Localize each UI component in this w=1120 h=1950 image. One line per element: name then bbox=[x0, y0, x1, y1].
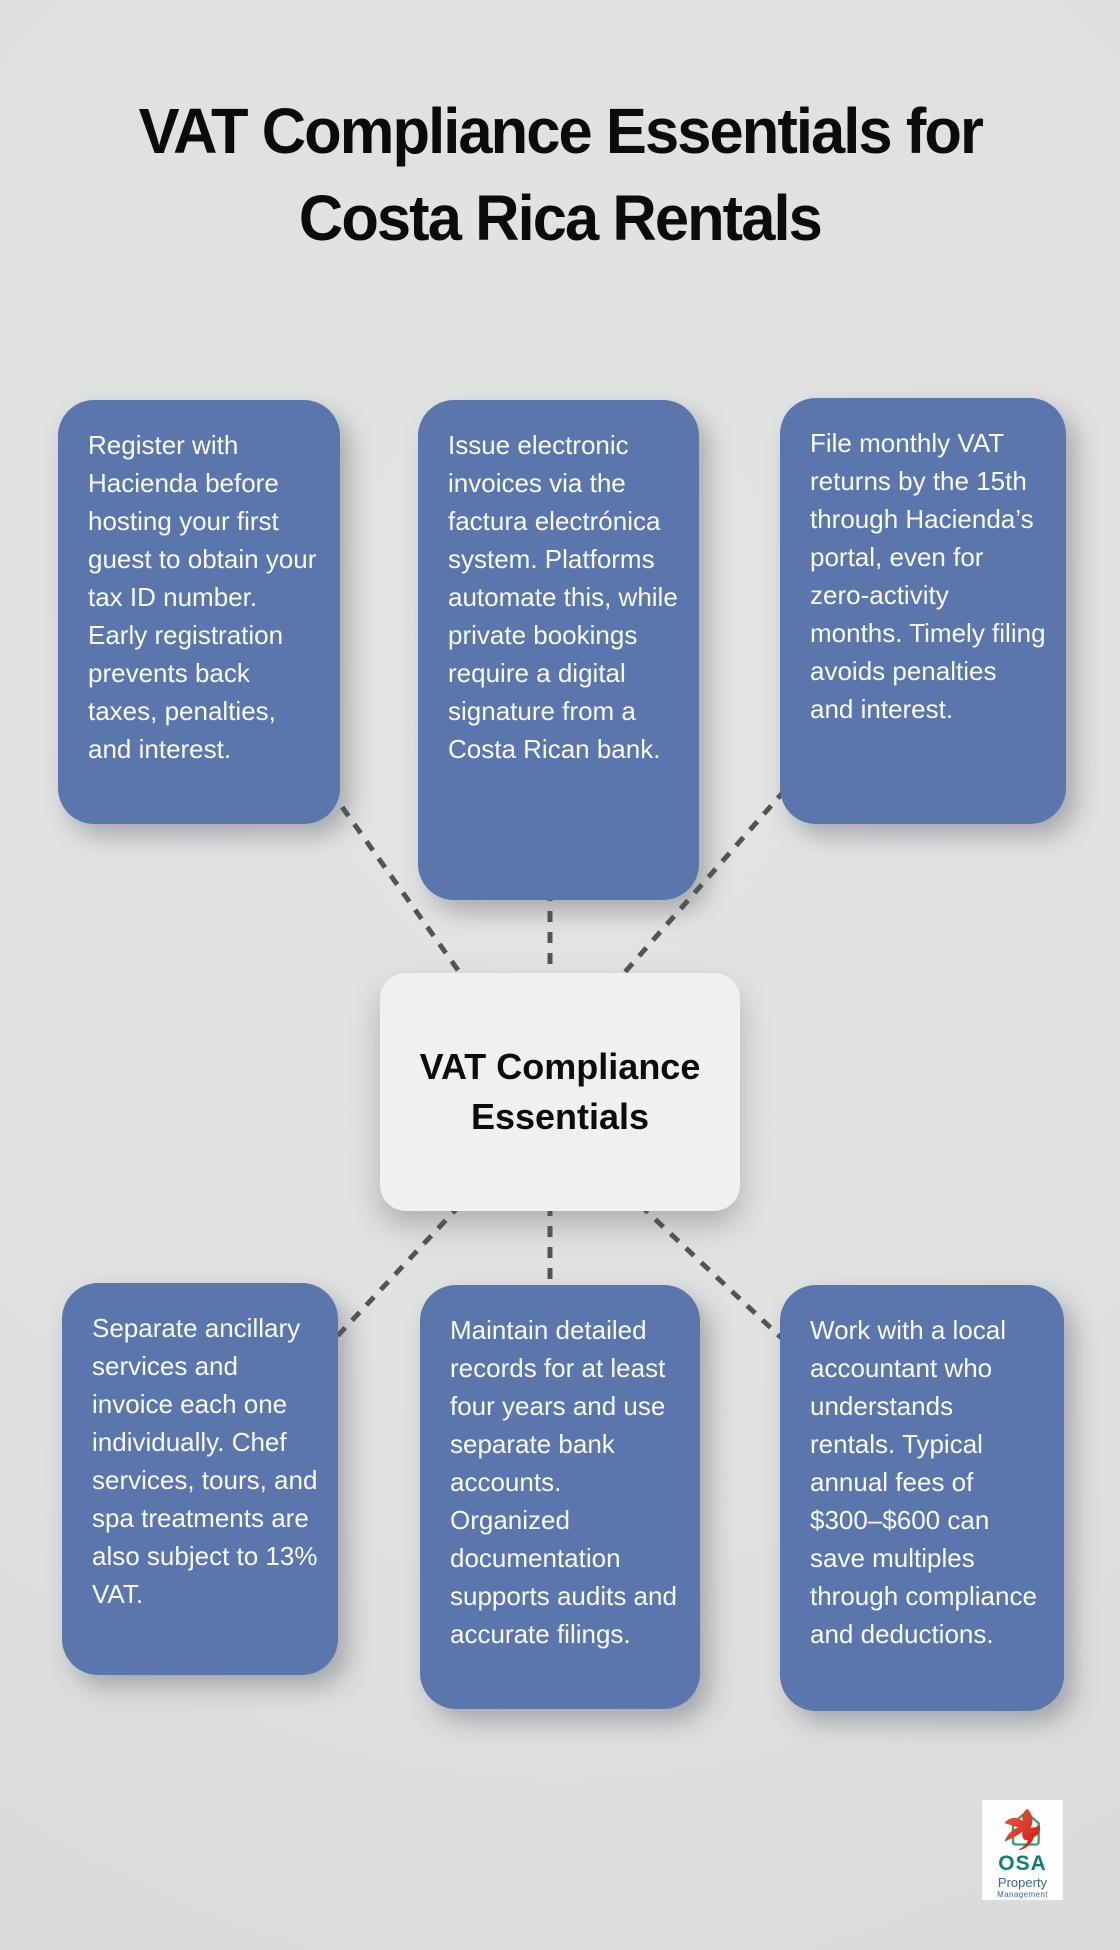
bird-icon bbox=[1003, 1808, 1040, 1851]
node-local-accountant: Work with a local accountant who underst… bbox=[780, 1285, 1064, 1711]
osa-logo-line2: Management bbox=[997, 1890, 1048, 1899]
center-node: VAT Compliance Essentials bbox=[380, 973, 740, 1211]
node-detailed-records: Maintain detailed records for at least f… bbox=[420, 1285, 700, 1709]
osa-logo: OSA Property Management bbox=[982, 1800, 1063, 1900]
node-monthly-returns: File monthly VAT returns by the 15th thr… bbox=[780, 398, 1066, 824]
page-title-line2: Costa Rica Rentals bbox=[299, 182, 823, 254]
osa-logo-name: OSA bbox=[998, 1852, 1047, 1875]
node-text: Maintain detailed records for at least f… bbox=[450, 1315, 677, 1649]
house-outline-icon bbox=[1011, 1811, 1040, 1846]
node-text: Separate ancillary services and invoice … bbox=[92, 1313, 318, 1609]
node-electronic-invoices: Issue electronic invoices via the factur… bbox=[418, 400, 699, 900]
node-text: Work with a local accountant who underst… bbox=[810, 1315, 1037, 1649]
node-ancillary-services: Separate ancillary services and invoice … bbox=[62, 1283, 338, 1675]
node-text: File monthly VAT returns by the 15th thr… bbox=[810, 428, 1046, 724]
osa-logo-icon bbox=[1003, 1808, 1040, 1851]
osa-logo-line1: Property bbox=[997, 1875, 1048, 1890]
node-text: Register with Hacienda before hosting yo… bbox=[88, 430, 317, 764]
node-text: Issue electronic invoices via the factur… bbox=[448, 430, 678, 764]
node-register-hacienda: Register with Hacienda before hosting yo… bbox=[58, 400, 340, 824]
center-node-label: VAT Compliance Essentials bbox=[419, 1046, 701, 1137]
page-title-line1: VAT Compliance Essentials for bbox=[138, 95, 983, 167]
